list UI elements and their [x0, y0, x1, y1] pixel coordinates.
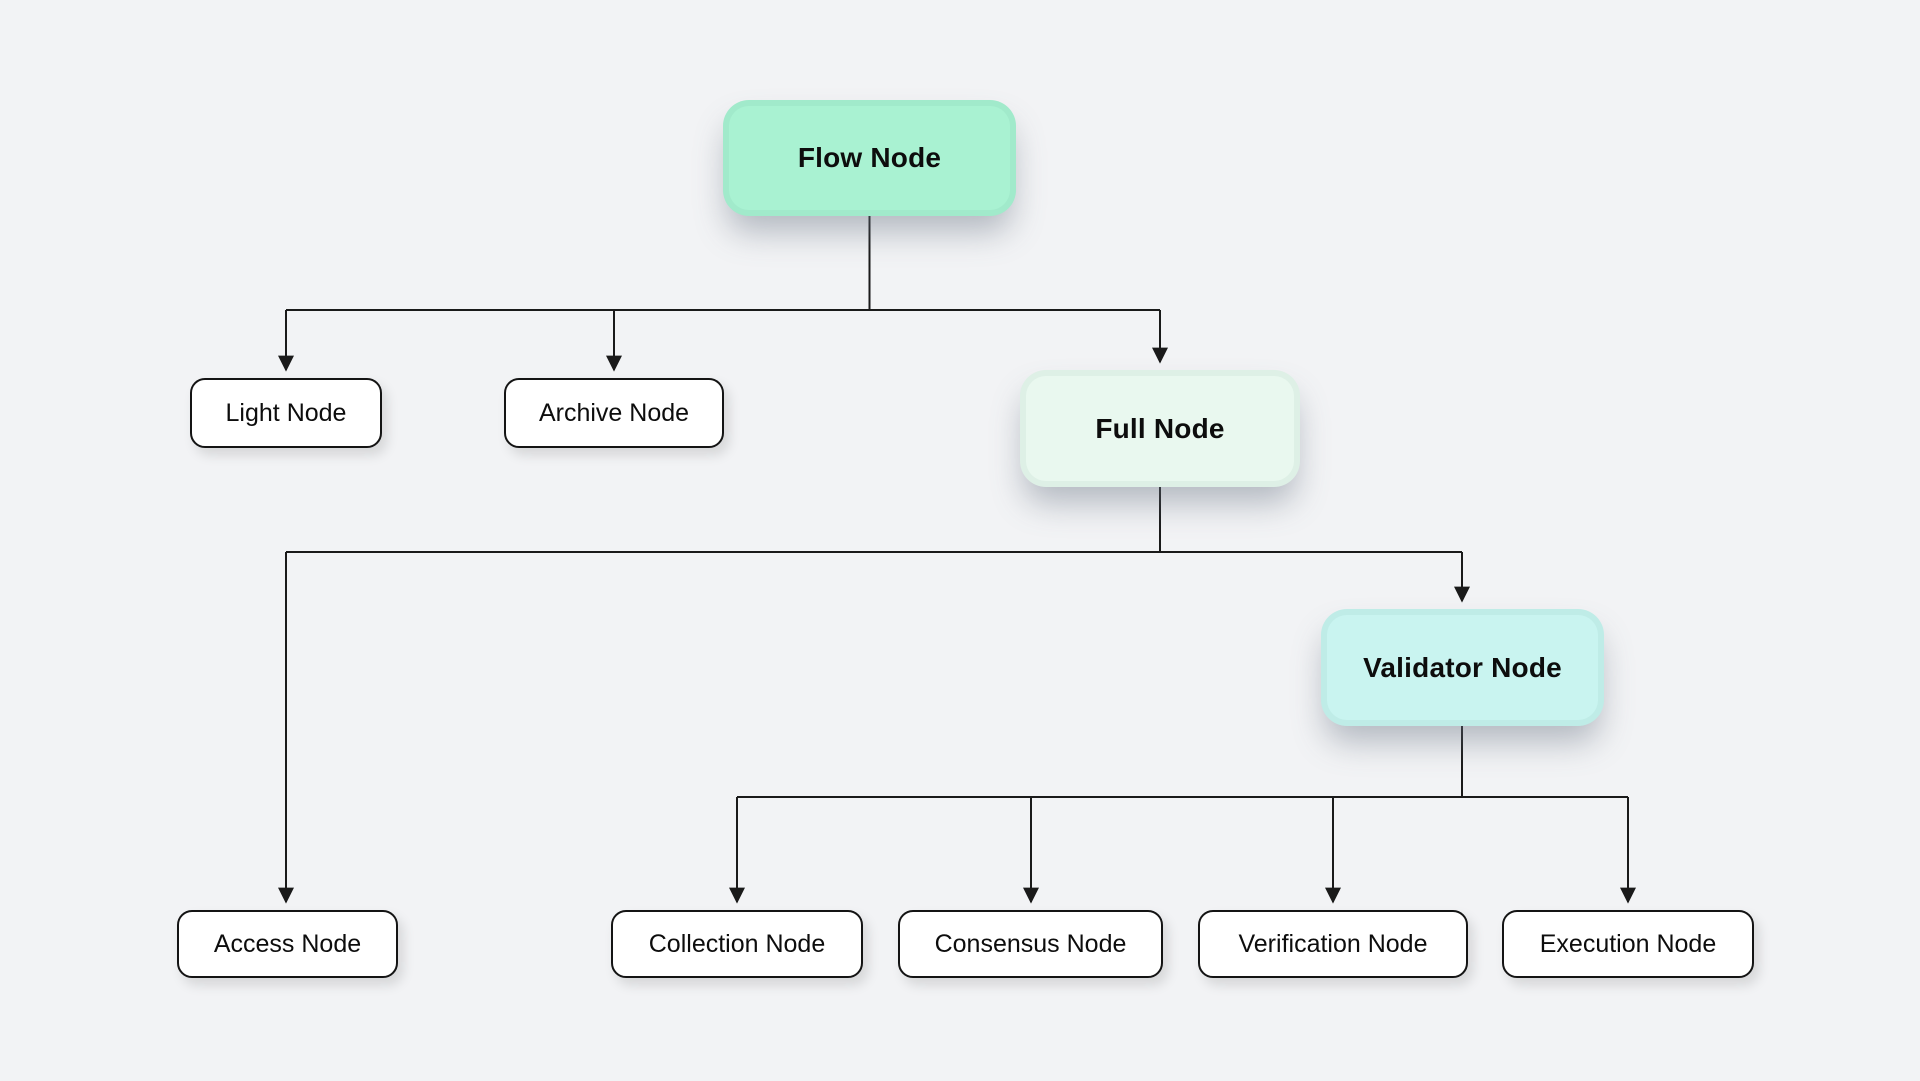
node-full-label: Full Node [1095, 412, 1225, 444]
node-validator-label: Validator Node [1363, 651, 1562, 683]
node-archive-label: Archive Node [538, 398, 690, 427]
node-collection: Collection Node [611, 910, 863, 978]
node-validator: Validator Node [1321, 609, 1604, 726]
node-consensus: Consensus Node [898, 910, 1163, 978]
node-access-label: Access Node [213, 929, 362, 958]
node-archive: Archive Node [504, 378, 724, 448]
node-light-label: Light Node [225, 398, 347, 427]
node-collection-label: Collection Node [648, 929, 826, 958]
node-execution: Execution Node [1502, 910, 1754, 978]
node-light: Light Node [190, 378, 382, 448]
node-verification-label: Verification Node [1238, 929, 1428, 958]
node-flow: Flow Node [723, 100, 1016, 216]
node-access: Access Node [177, 910, 398, 978]
node-flow-label: Flow Node [797, 142, 942, 173]
node-verification: Verification Node [1198, 910, 1468, 978]
node-full: Full Node [1020, 370, 1300, 487]
node-execution-label: Execution Node [1539, 929, 1717, 958]
node-consensus-label: Consensus Node [934, 929, 1127, 958]
